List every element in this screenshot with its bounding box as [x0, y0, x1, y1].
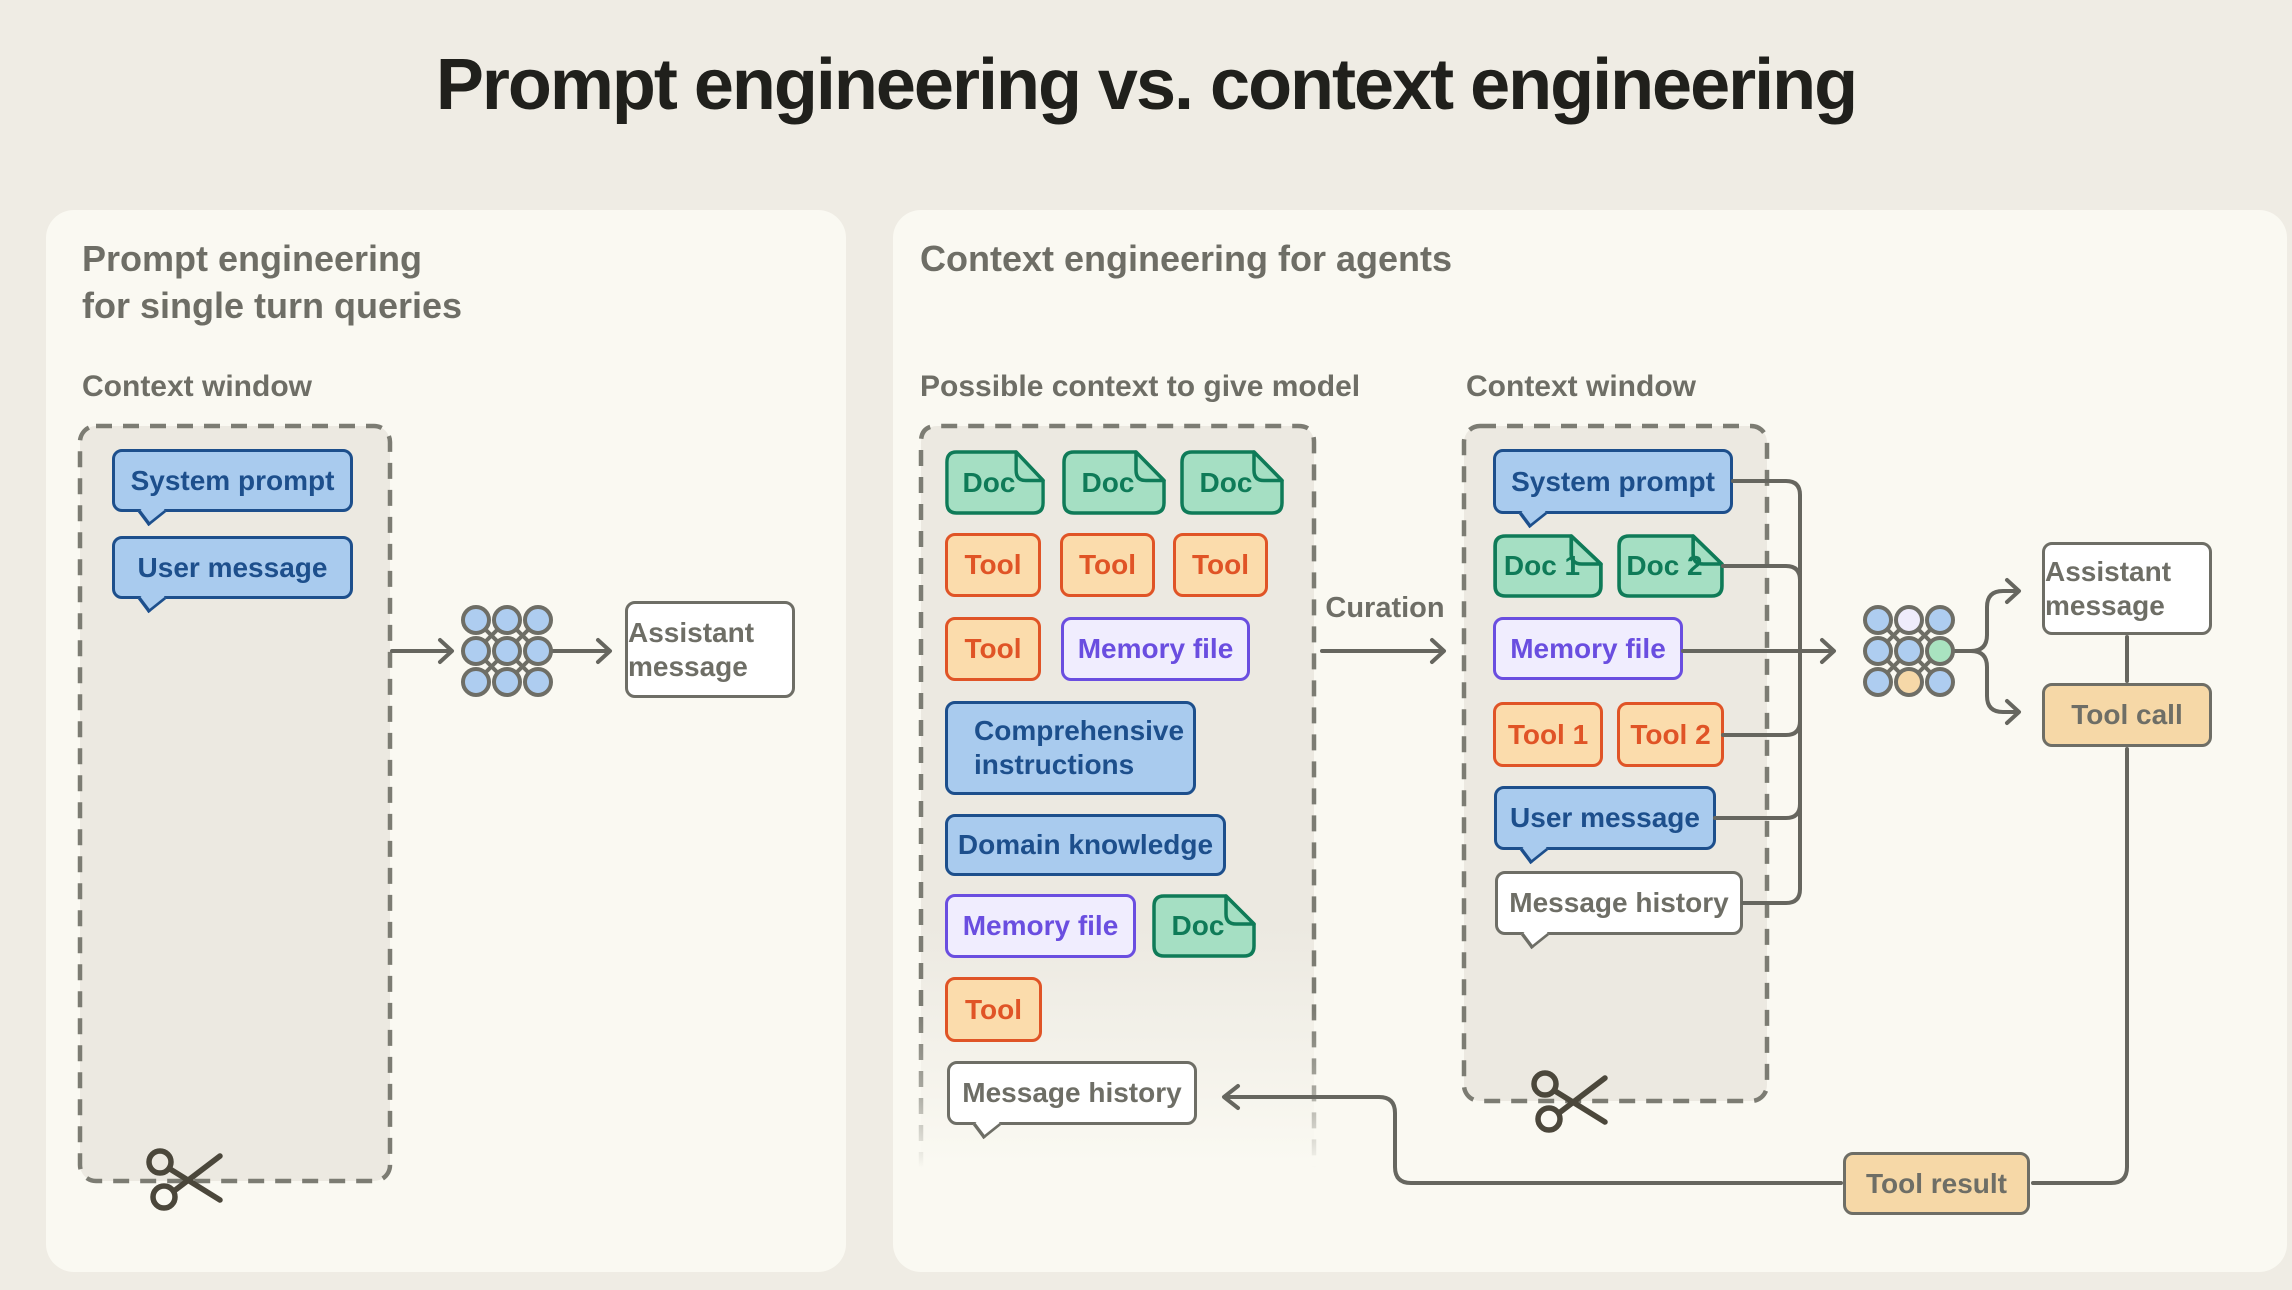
- chip-tool-4: Tool: [945, 617, 1041, 681]
- chip-tool-2: Tool: [1060, 533, 1155, 597]
- chip-memory-file-2: Memory file: [945, 894, 1136, 958]
- right-panel-heading: Context engineering for agents: [920, 238, 1453, 279]
- chip-memory-file-window: Memory file: [1493, 617, 1683, 680]
- chip-comprehensive-instructions: Comprehensive instructions: [945, 701, 1196, 795]
- chip-doc1-window: Doc 1: [1493, 534, 1603, 598]
- chip-system-prompt-right: System prompt: [1493, 449, 1733, 514]
- chip-doc-3: Doc: [1180, 450, 1284, 515]
- doc-icon: [1062, 450, 1166, 515]
- box-tool-call: Tool call: [2042, 683, 2212, 747]
- chip-domain-knowledge: Domain knowledge: [945, 814, 1226, 876]
- doc-icon: [1493, 534, 1603, 598]
- chip-user-message-left: User message: [112, 536, 353, 599]
- chip-message-history-window: Message history: [1495, 871, 1743, 935]
- pool-label: Possible context to give model: [920, 370, 1361, 403]
- box-tool-result: Tool result: [1843, 1152, 2030, 1215]
- left-context-window-label: Context window: [82, 370, 312, 403]
- page-title: Prompt engineering vs. context engineeri…: [435, 45, 1858, 125]
- chip-doc-2: Doc: [1062, 450, 1166, 515]
- chip-tool2-window: Tool 2: [1617, 702, 1724, 767]
- chip-user-message-window: User message: [1494, 786, 1716, 850]
- chip-tool-3: Tool: [1173, 533, 1268, 597]
- doc-icon: [1180, 450, 1284, 515]
- chip-system-prompt-left: System prompt: [112, 449, 353, 512]
- chip-tool-5: Tool: [945, 977, 1042, 1042]
- box-assistant-message-left: Assistant message: [625, 601, 795, 698]
- doc-icon: [1152, 894, 1256, 958]
- chip-tool1-window: Tool 1: [1493, 702, 1603, 767]
- chip-memory-file-1: Memory file: [1061, 617, 1250, 681]
- chip-doc2-window: Doc 2: [1617, 534, 1724, 598]
- doc-icon: [945, 450, 1045, 515]
- left-panel-heading: Prompt engineering for single turn queri…: [82, 238, 463, 326]
- doc-icon: [1617, 534, 1724, 598]
- chip-tool-1: Tool: [945, 533, 1041, 597]
- chip-doc-4: Doc: [1152, 894, 1256, 958]
- chip-message-history-pool: Message history: [947, 1061, 1197, 1125]
- chip-doc-1: Doc: [945, 450, 1045, 515]
- curation-label: Curation: [1325, 592, 1445, 624]
- box-assistant-message-right: Assistant message: [2042, 542, 2212, 635]
- right-context-window-label: Context window: [1466, 370, 1696, 403]
